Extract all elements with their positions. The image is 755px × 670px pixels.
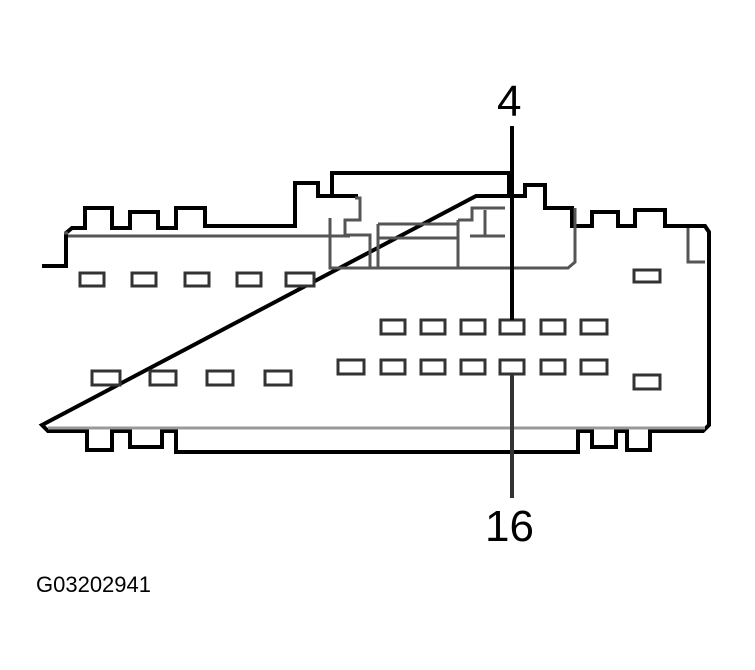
pin-cavity: [632, 373, 662, 391]
pin-cavities: [78, 268, 662, 391]
pin-cavity: [498, 318, 526, 336]
pin-cavity: [284, 271, 316, 288]
pin-cavity: [419, 318, 447, 336]
pin-cavity: [379, 358, 407, 376]
housing-outline: [38, 181, 711, 454]
callout-label-pin-16: 16: [485, 502, 534, 551]
pin-cavity: [579, 318, 609, 336]
pin-cavity: [539, 318, 567, 336]
pin-cavity: [459, 318, 487, 336]
latch-bridge: [330, 171, 511, 196]
pin-cavity: [336, 358, 366, 376]
pin-cavity: [78, 271, 106, 288]
latch-detail: [64, 196, 705, 270]
pin-cavity: [379, 318, 407, 336]
figure-id: G03202941: [36, 572, 151, 597]
pin-cavity: [419, 358, 447, 376]
pin-cavity: [263, 369, 293, 387]
callout-label-pin-4: 4: [497, 77, 522, 126]
pin-cavity: [539, 358, 567, 376]
pin-cavity: [498, 358, 526, 376]
pin-cavity: [459, 358, 487, 376]
pin-cavity: [183, 271, 211, 288]
pin-cavity: [90, 369, 122, 387]
pin-cavity: [148, 369, 178, 387]
pin-cavity: [130, 271, 158, 288]
connector-housing: [38, 171, 711, 454]
pin-cavity: [205, 369, 235, 387]
pin-cavity: [235, 271, 263, 288]
pin-cavity: [579, 358, 609, 376]
pin-cavity: [632, 268, 662, 284]
